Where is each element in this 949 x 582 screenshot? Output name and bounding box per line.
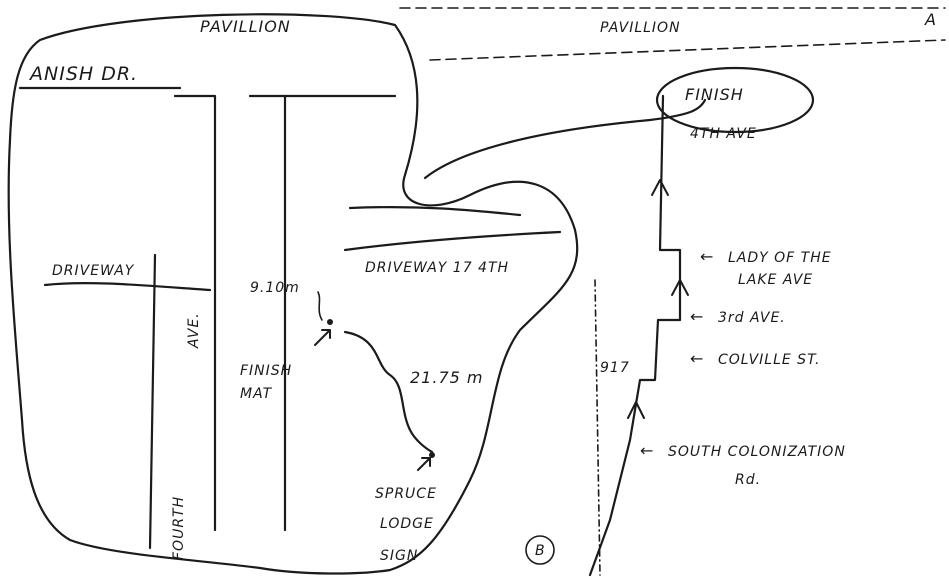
point-spruce <box>429 452 435 458</box>
circled-b-label: B <box>535 543 546 559</box>
lady-arrow: ← <box>700 247 714 266</box>
main-route-line <box>588 94 682 577</box>
spruce-label: SPRUCE <box>375 486 437 502</box>
dist-2175-label: 21.75 m <box>410 368 483 387</box>
pavilion-boundary-dash <box>429 39 946 61</box>
fourth-ave-label-2: AVE. <box>186 312 202 349</box>
finish-mat-arrow <box>314 329 331 346</box>
route-arrow-1 <box>651 179 669 196</box>
route-arrow-2 <box>671 279 689 296</box>
driveway-left-road <box>43 282 212 292</box>
spruce-arrow <box>417 457 431 471</box>
park-boundary <box>7 13 579 575</box>
south-arrow: ← <box>640 441 654 460</box>
route-917-label: 917 <box>600 360 630 376</box>
colville-label: COLVILLE ST. <box>718 352 820 368</box>
driveway-left-label: DRIVEWAY <box>52 263 135 279</box>
third-ave-arrow: ← <box>690 307 704 326</box>
sign-label: SIGN <box>380 548 418 564</box>
t-shape-road <box>173 94 397 532</box>
south-colonization-label: SOUTH COLONIZATION <box>668 444 846 460</box>
circled-b-ring <box>525 535 555 565</box>
corner-mark-label: A <box>924 10 937 29</box>
point-910 <box>327 319 333 325</box>
route-to-finish <box>423 98 707 180</box>
lodge-label: LODGE <box>380 516 434 532</box>
anish-dr-label: ANISH DR. <box>28 63 138 85</box>
third-ave-label: 3rd AVE. <box>718 310 786 326</box>
route-2175 <box>343 330 434 454</box>
pavilion-left-label: PAVILLION <box>200 17 291 36</box>
dashed-route-line <box>594 279 601 576</box>
dist-910-label: 9.10m <box>250 280 300 296</box>
fourth-ave-road <box>148 253 157 550</box>
lady-of-the-label: LADY OF THE <box>728 250 832 266</box>
driveway-right-road-2 <box>343 230 562 252</box>
finish-oval <box>655 66 815 134</box>
connector-910 <box>317 291 323 321</box>
finish-mat-label-2: MAT <box>240 386 273 402</box>
driveway-right-road <box>348 205 522 217</box>
rd-label: Rd. <box>735 472 761 488</box>
fourth-ave-short-label: 4TH AVE <box>690 126 757 142</box>
pavilion-right-label: PAVILLION <box>600 20 681 36</box>
finish-label: FINISH <box>685 85 744 104</box>
route-arrow-3 <box>627 401 645 419</box>
colville-arrow: ← <box>690 349 704 368</box>
driveway-17-4th-label: DRIVEWAY 17 4TH <box>365 260 509 276</box>
fourth-ave-label: FOURTH <box>171 496 187 560</box>
finish-mat-label-1: FINISH <box>240 363 292 379</box>
lake-ave-label: LAKE AVE <box>738 272 813 288</box>
